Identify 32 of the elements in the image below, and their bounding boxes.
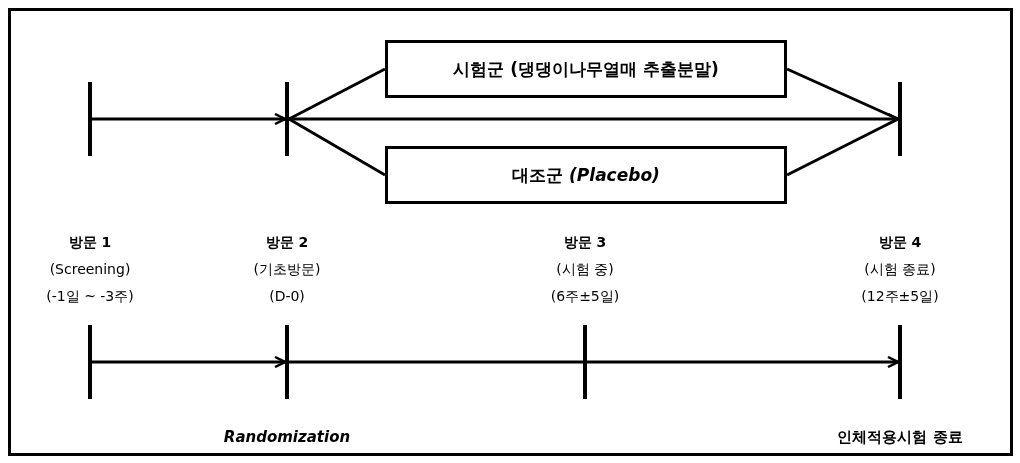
timeline-tick [898,82,902,156]
end-label: 인체적용시험 종료 [837,428,963,447]
connector-line [288,67,386,121]
group-box [385,146,787,204]
visit-description: (시험 종료) [864,261,936,279]
timeline-tick [285,82,289,156]
group-box [385,40,787,98]
timeline-tick [88,82,92,156]
visit-description: (시험 중) [556,261,614,279]
arrow [587,355,900,369]
timeline-tick [583,325,587,399]
connector-line [786,67,899,121]
visit-description: (Screening) [49,261,131,277]
group-label: 시험군 (댕댕이나무열매 추출분말) [453,57,719,81]
timeline-tick [285,325,289,399]
visit-title: 방문 1 [68,234,112,252]
visit-title: 방문 3 [563,234,607,252]
connector-line [289,360,583,364]
arrow [92,112,287,126]
visit-timing: (D-0) [269,288,305,304]
visit-title: 방문 2 [265,234,309,252]
visit-timing: (6주±5일) [550,288,620,306]
randomization-label: Randomization [223,428,351,446]
timeline-tick [898,325,902,399]
group-label: 대조군 (Placebo) [512,163,660,187]
connector-line [786,117,899,177]
visit-timing: (-1일 ~ -3주) [46,288,134,306]
visit-description: (기초방문) [253,261,321,279]
timeline-tick [88,325,92,399]
visit-title: 방문 4 [878,234,922,252]
arrow [92,355,287,369]
visit-timing: (12주±5일) [861,288,939,306]
